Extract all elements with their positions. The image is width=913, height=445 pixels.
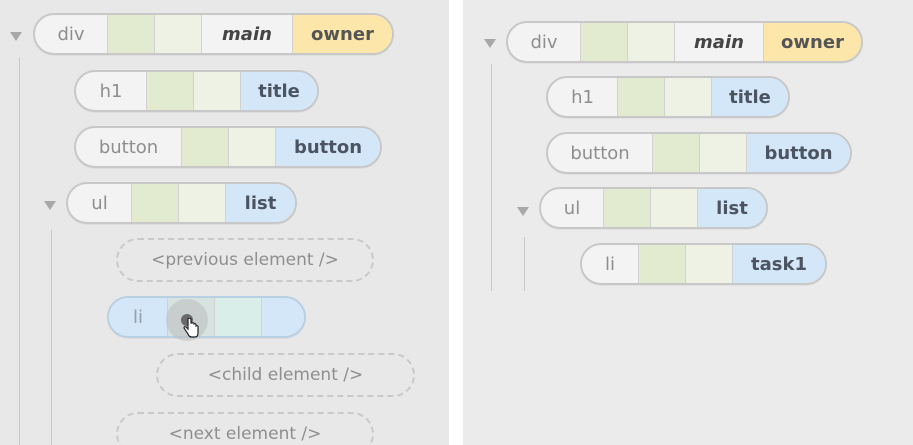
node-tag: button xyxy=(98,136,159,158)
title-badge: title xyxy=(240,72,317,110)
attr-slot[interactable] xyxy=(214,298,261,336)
attr-slot[interactable] xyxy=(178,184,225,222)
tree-line-div xyxy=(491,64,492,291)
attr-slot[interactable] xyxy=(603,189,650,227)
node-h1[interactable]: h1 title xyxy=(546,76,790,118)
button-badge: button xyxy=(275,128,380,166)
node-tag: div xyxy=(57,23,85,45)
left-panel: div main owner h1 title button button ul… xyxy=(0,0,449,445)
badge-slot-empty xyxy=(261,298,304,336)
list-badge: list xyxy=(225,184,295,222)
attr-slot[interactable] xyxy=(638,245,685,283)
attr-slot[interactable] xyxy=(154,15,201,53)
attr-slot[interactable] xyxy=(652,134,699,172)
node-tag: button xyxy=(570,142,630,164)
node-tag: div xyxy=(530,31,558,53)
child-element-placeholder[interactable]: <child element /> xyxy=(156,353,415,397)
node-name: main xyxy=(674,23,763,61)
attr-slot[interactable] xyxy=(699,134,746,172)
owner-badge: owner xyxy=(292,15,392,53)
collapse-triangle-ul-icon[interactable] xyxy=(44,201,56,210)
tree-line-ul xyxy=(51,230,52,445)
attr-slot[interactable] xyxy=(664,78,711,116)
title-badge: title xyxy=(711,78,788,116)
task1-badge: task1 xyxy=(732,245,825,283)
owner-badge: owner xyxy=(763,23,861,61)
collapse-triangle-ul-icon[interactable] xyxy=(517,207,529,216)
node-tag: li xyxy=(109,298,167,336)
attr-slot[interactable] xyxy=(617,78,664,116)
attr-slot[interactable] xyxy=(228,128,275,166)
node-ul[interactable]: ul list xyxy=(539,187,768,229)
node-tag: h1 xyxy=(571,86,594,108)
attr-slot[interactable] xyxy=(146,72,193,110)
tree-line-ul xyxy=(524,237,525,291)
node-tag: ul xyxy=(91,192,108,214)
node-button[interactable]: button button xyxy=(74,126,382,168)
node-tag: li xyxy=(604,253,615,275)
attr-slot[interactable] xyxy=(193,72,240,110)
collapse-triangle-div-icon[interactable] xyxy=(484,39,496,48)
attr-slot[interactable] xyxy=(181,128,228,166)
right-panel: div main owner h1 title button button ul… xyxy=(463,0,913,445)
attr-slot[interactable] xyxy=(107,15,154,53)
next-element-placeholder[interactable]: <next element /> xyxy=(116,412,374,445)
node-name: main xyxy=(201,15,292,53)
previous-element-placeholder[interactable]: <previous element /> xyxy=(116,238,374,282)
node-tag: h1 xyxy=(99,80,123,102)
node-div[interactable]: div main owner xyxy=(33,13,394,55)
attr-slot[interactable] xyxy=(650,189,697,227)
attr-slot[interactable] xyxy=(580,23,627,61)
attr-slot[interactable] xyxy=(685,245,732,283)
node-li[interactable]: li task1 xyxy=(580,243,827,285)
attr-slot[interactable] xyxy=(131,184,178,222)
node-h1[interactable]: h1 title xyxy=(74,70,319,112)
list-badge: list xyxy=(697,189,766,227)
pointer-hand-icon xyxy=(183,318,199,338)
node-button[interactable]: button button xyxy=(546,132,852,174)
collapse-triangle-div-icon[interactable] xyxy=(10,32,22,41)
node-tag: ul xyxy=(563,197,581,219)
node-ul[interactable]: ul list xyxy=(66,182,297,224)
node-div[interactable]: div main owner xyxy=(506,21,863,63)
attr-slot[interactable] xyxy=(627,23,674,61)
tree-line-div xyxy=(19,58,20,445)
button-badge: button xyxy=(746,134,850,172)
